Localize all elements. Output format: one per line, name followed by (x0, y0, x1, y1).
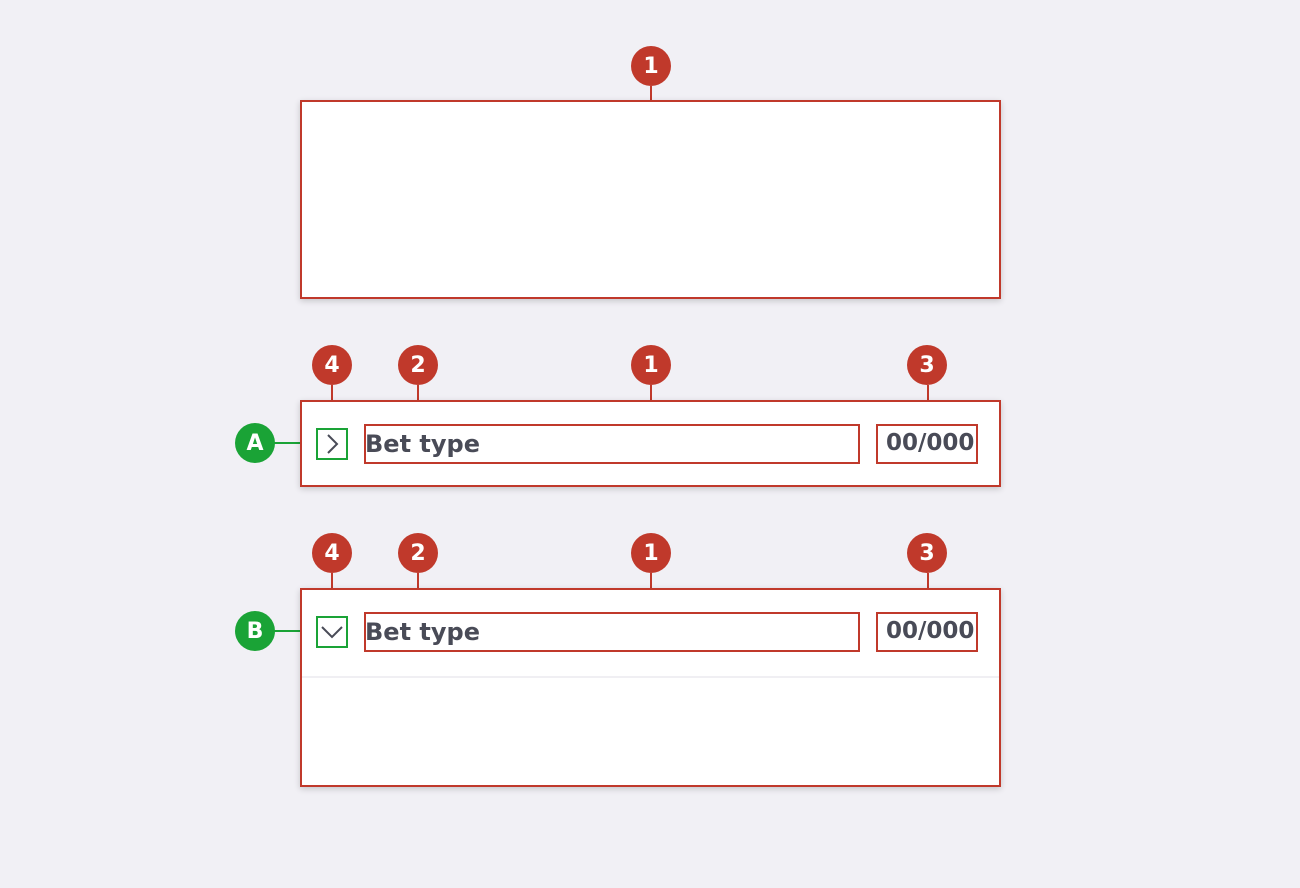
connector-line (650, 385, 652, 401)
empty-container (300, 100, 1001, 299)
marker-b: B (235, 611, 275, 651)
accordion-label: Bet type (365, 430, 480, 458)
marker-2-collapsed: 2 (398, 345, 438, 385)
marker-2-expanded: 2 (398, 533, 438, 573)
connector-line (650, 573, 652, 589)
connector-line-green (274, 442, 317, 444)
marker-4-collapsed: 4 (312, 345, 352, 385)
accordion-expanded[interactable] (300, 588, 1001, 787)
count-outline (876, 424, 978, 464)
marker-1-collapsed: 1 (631, 345, 671, 385)
accordion-collapsed[interactable] (300, 400, 1001, 487)
marker-a: A (235, 423, 275, 463)
connector-line (650, 86, 652, 101)
marker-1-container: 1 (631, 46, 671, 86)
accordion-divider (302, 676, 999, 678)
accordion-outline (300, 588, 1001, 787)
chevron-right-icon[interactable] (316, 428, 348, 460)
accordion-count: 00/000 (886, 618, 975, 644)
marker-3-collapsed: 3 (907, 345, 947, 385)
container-outline (300, 100, 1001, 299)
marker-4-expanded: 4 (312, 533, 352, 573)
marker-1-expanded: 1 (631, 533, 671, 573)
accordion-count: 00/000 (886, 430, 975, 456)
label-outline (364, 424, 860, 464)
connector-line-green (274, 630, 317, 632)
label-outline (364, 612, 860, 652)
chevron-down-icon[interactable] (316, 616, 348, 648)
accordion-outline (300, 400, 1001, 487)
marker-3-expanded: 3 (907, 533, 947, 573)
count-outline (876, 612, 978, 652)
accordion-label: Bet type (365, 618, 480, 646)
